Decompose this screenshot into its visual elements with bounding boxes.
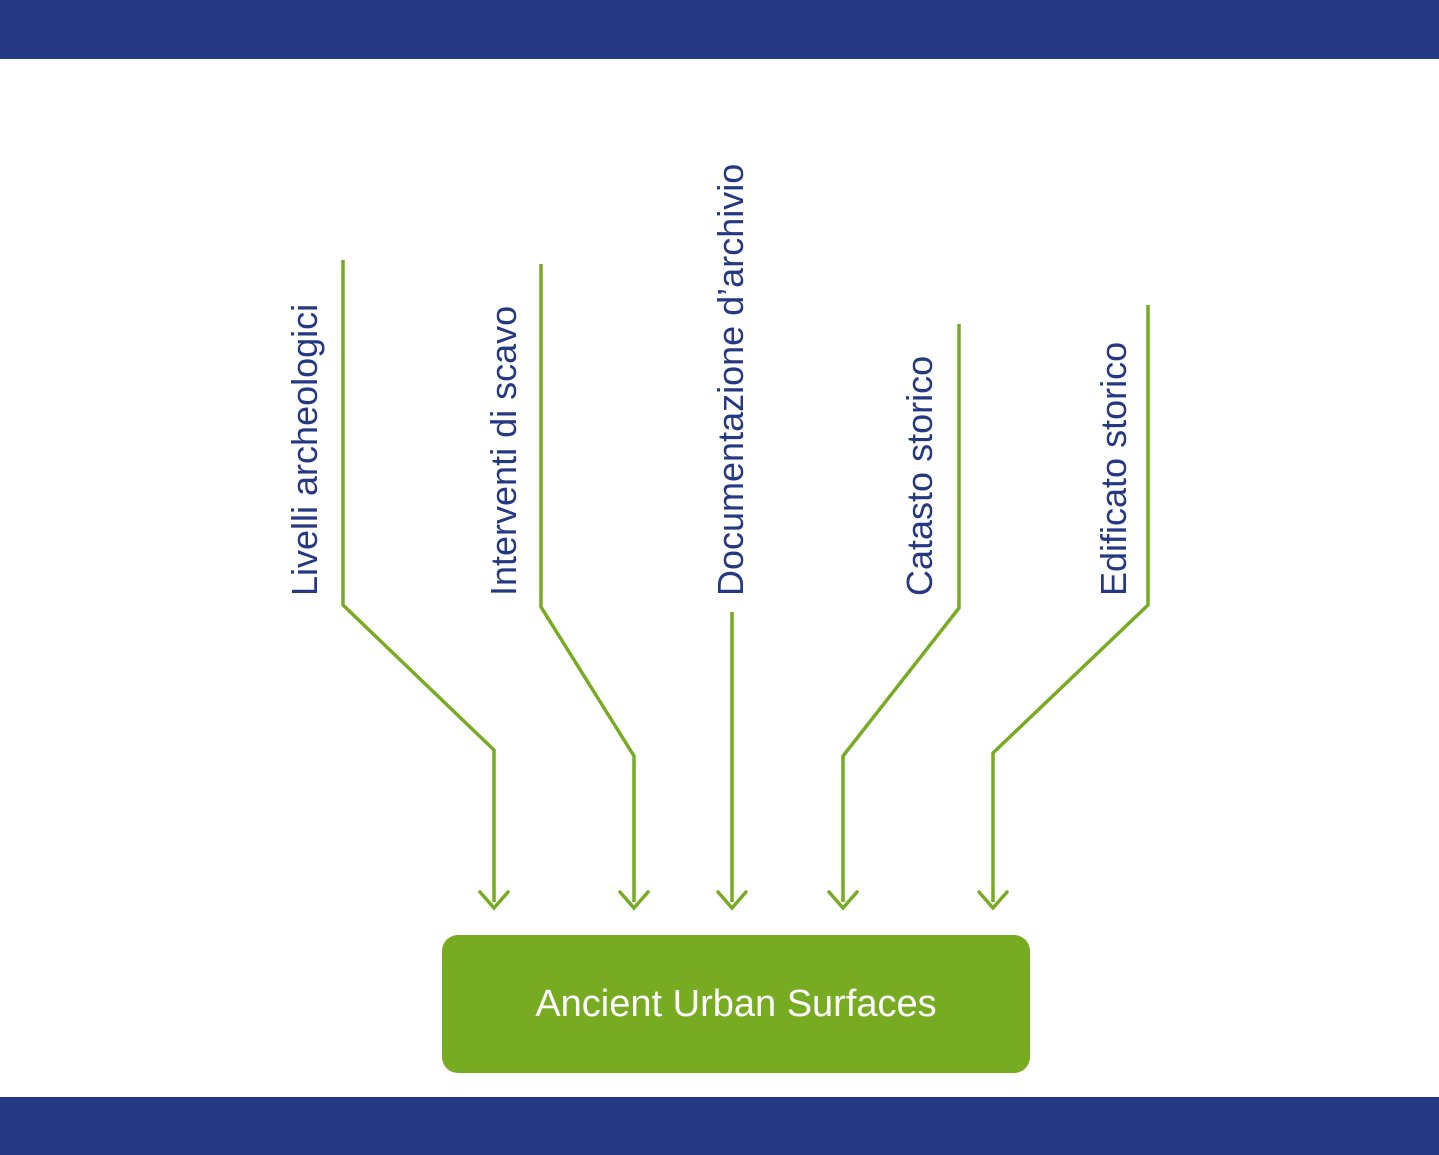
source-label-edificato-storico: Edificato storico <box>1093 341 1134 596</box>
result-box: Ancient Urban Surfaces <box>442 935 1030 1073</box>
connector-arrow-3 <box>716 612 748 911</box>
connector-line <box>841 324 961 902</box>
source-label-livelli-archeologici: Livelli archeologici <box>284 303 325 596</box>
connector-arrow-1 <box>341 260 510 911</box>
source-label-documentazione-archivio: Documentazione d’archivio <box>710 163 751 596</box>
header-band <box>0 0 1439 59</box>
result-label: Ancient Urban Surfaces <box>535 982 937 1025</box>
arrowhead-icon <box>618 890 650 911</box>
arrowhead-icon <box>716 890 748 911</box>
connector-arrow-5 <box>977 305 1150 911</box>
connector-arrow-2 <box>539 264 650 911</box>
arrowhead-icon <box>977 890 1009 911</box>
connector-arrow-4 <box>827 324 961 911</box>
arrowhead-icon <box>827 890 859 911</box>
connector-line <box>539 264 636 902</box>
source-label-catasto-storico: Catasto storico <box>899 355 940 596</box>
footer-band <box>0 1097 1439 1155</box>
arrowhead-icon <box>478 890 510 911</box>
connector-line <box>341 260 496 902</box>
connector-line <box>991 305 1150 902</box>
source-label-interventi-di-scavo: Interventi di scavo <box>483 305 524 596</box>
